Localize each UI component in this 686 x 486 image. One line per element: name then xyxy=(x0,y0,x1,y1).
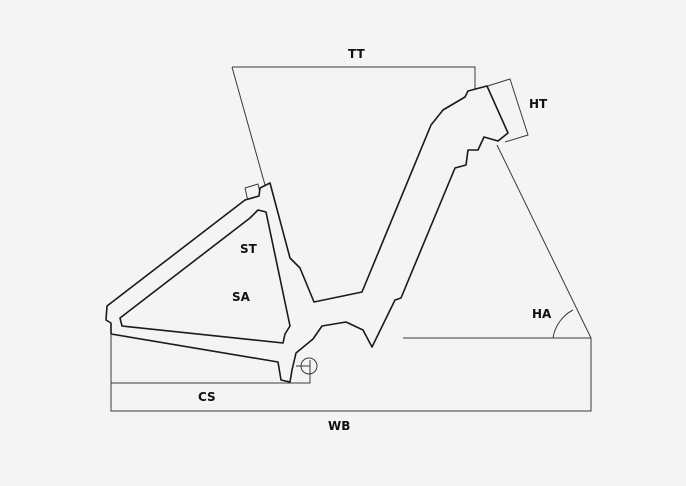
frame-rear-triangle-cutout xyxy=(119,209,291,344)
head-angle-arc xyxy=(552,309,574,339)
label-chainstay: CS xyxy=(198,390,216,404)
label-wheelbase: WB xyxy=(328,419,350,433)
top-tube-dimension xyxy=(232,66,476,90)
label-head-tube: HT xyxy=(529,97,548,111)
label-seat-tube: ST xyxy=(240,242,258,256)
dimension-lines xyxy=(110,66,592,412)
label-seat-angle: SA xyxy=(232,290,251,304)
bottom-bracket-circle xyxy=(300,357,318,375)
chainstay-dimension xyxy=(111,360,311,384)
top-tube-drop-line xyxy=(231,66,266,186)
label-top-tube: TT xyxy=(348,47,365,61)
dimension-labels: TT HT ST SA HA CS WB xyxy=(198,47,552,433)
wheelbase-dimension xyxy=(110,335,592,412)
label-head-angle: HA xyxy=(532,307,552,321)
head-angle-axis xyxy=(496,144,592,339)
bike-frame xyxy=(105,85,509,383)
head-tube-dimension xyxy=(474,78,529,143)
